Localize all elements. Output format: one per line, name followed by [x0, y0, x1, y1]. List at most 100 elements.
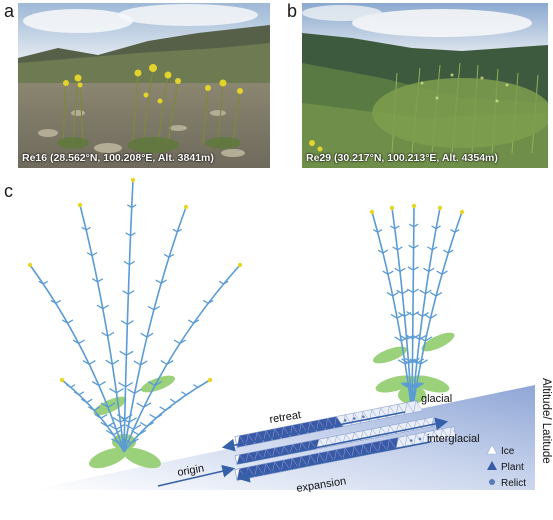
leaflet: [413, 223, 419, 228]
stem: [123, 379, 211, 453]
leaflet: [100, 421, 108, 427]
leaflet: [105, 429, 114, 436]
leaflet: [202, 299, 209, 304]
leaflet: [100, 402, 109, 408]
retreat-label: retreat: [269, 409, 302, 426]
stem: [79, 204, 125, 453]
leaflet: [86, 252, 93, 257]
leaflet: [428, 267, 435, 273]
leaflet: [130, 232, 136, 237]
leaflet: [113, 429, 121, 436]
leaflet: [382, 249, 389, 254]
leaflet: [187, 319, 194, 324]
leaflet: [406, 288, 414, 294]
leaflet: [109, 388, 117, 394]
leaflet: [105, 359, 113, 365]
stem: [411, 211, 463, 413]
leaflet: [100, 413, 108, 419]
leaflet: [419, 289, 426, 295]
basal-leaf: [372, 346, 408, 364]
interglacial-label: interglacial: [427, 433, 480, 445]
leaflet: [386, 291, 394, 297]
stem: [123, 179, 134, 453]
leaflet: [120, 320, 128, 325]
leaflet: [399, 334, 408, 341]
leaflet: [408, 382, 417, 389]
photo-b-caption: Re29 (30.217°N, 100.213°E, Alt. 4354m): [306, 152, 498, 164]
leaflet: [119, 350, 127, 356]
leaflet: [392, 246, 398, 251]
leaflet: [55, 299, 61, 304]
leaflet: [127, 290, 135, 295]
leaflet: [399, 267, 406, 273]
leaflet: [123, 438, 132, 444]
leaflet: [398, 312, 405, 317]
leaflet: [382, 270, 389, 275]
stem: [123, 264, 241, 453]
leaflet: [407, 266, 414, 271]
leaflet: [427, 246, 433, 251]
flower: [183, 204, 189, 210]
flower: [389, 205, 395, 211]
photo-a-landscape: [18, 3, 270, 168]
leaflet: [172, 228, 178, 233]
leaflet: [61, 319, 68, 324]
leaflet: [131, 429, 139, 436]
relict-dot: [362, 415, 365, 419]
leaflet: [413, 359, 421, 365]
leaflet: [78, 391, 85, 396]
leaflet: [125, 232, 131, 237]
leaflet: [160, 279, 167, 284]
leaflet: [450, 229, 456, 233]
panel-label-b: b: [287, 1, 298, 21]
leaflet: [93, 406, 101, 411]
leaflet: [402, 382, 411, 388]
stem: [123, 206, 187, 453]
leaflet: [435, 291, 443, 297]
leaflet: [67, 319, 74, 324]
leaflet: [173, 339, 181, 345]
leaflet: [412, 311, 420, 316]
leaflet: [138, 429, 147, 436]
leaflet: [392, 291, 399, 297]
glacial-label: glacial: [421, 393, 452, 405]
leaflet: [91, 252, 98, 257]
leaflet: [390, 225, 396, 230]
leaflet: [218, 280, 225, 285]
basal-leaf: [410, 375, 450, 393]
leaflet: [50, 299, 57, 304]
leaflet: [107, 331, 115, 337]
stem: [411, 205, 415, 413]
basal-leaf: [89, 447, 127, 469]
leaflet: [175, 398, 182, 403]
leaflet: [401, 358, 409, 364]
origin-label: origin: [176, 462, 205, 478]
leaflet: [88, 406, 95, 411]
flower: [369, 209, 375, 215]
flower: [77, 202, 83, 208]
leaflet: [147, 380, 156, 387]
leaflet: [400, 382, 410, 389]
leaflet: [424, 336, 433, 342]
leaflet: [121, 417, 130, 423]
leaflet: [390, 313, 398, 319]
leaflet: [127, 388, 135, 394]
leaflet: [101, 331, 109, 337]
leaflet: [122, 290, 129, 295]
leaflet: [131, 204, 137, 209]
relict-dot: [343, 419, 347, 422]
leaflet: [176, 228, 183, 233]
legend: Ice Plant Relict: [486, 444, 526, 489]
leaflet: [133, 360, 141, 366]
leaflet: [415, 382, 424, 389]
legend-ice-label: Ice: [501, 446, 515, 457]
leaflet: [181, 391, 187, 396]
flower: [411, 203, 417, 209]
leaflet: [435, 225, 441, 230]
leaflet: [126, 320, 134, 325]
leaflet: [86, 398, 93, 403]
leaflet: [149, 413, 157, 419]
legend-relict-symbol: [489, 479, 495, 485]
basal-leaf: [421, 332, 455, 352]
leaflet: [140, 360, 148, 366]
